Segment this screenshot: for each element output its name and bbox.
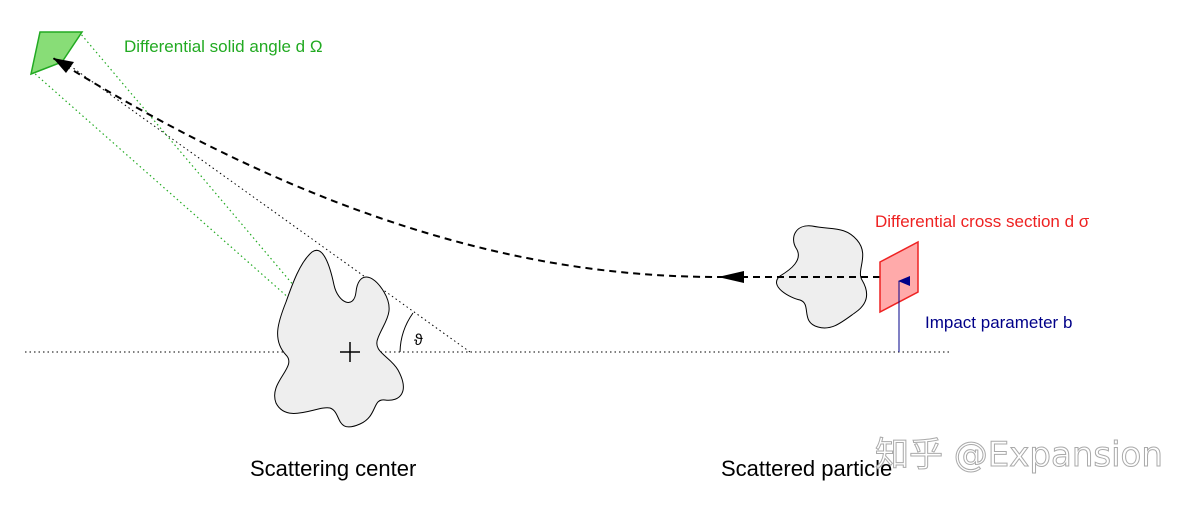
scattering-center-blob (274, 249, 404, 428)
impact-parameter-label: Impact parameter b (925, 313, 1072, 332)
solid-angle-patch (29, 31, 84, 76)
cross-section-label: Differential cross section d σ (875, 212, 1090, 231)
scattering-center-label: Scattering center (250, 456, 416, 481)
solid-angle-label: Differential solid angle d Ω (124, 37, 323, 56)
theta-label: ϑ (414, 332, 423, 349)
trajectory-arrow-mid (718, 271, 744, 283)
asymptote-line (54, 54, 471, 353)
scattered-particle-blob (776, 225, 867, 329)
scattered-particle-label: Scattered particle (721, 456, 892, 481)
angle-arc (399, 312, 414, 353)
watermark: 知乎 @Expansion (875, 435, 1163, 475)
particle-trajectory (52, 57, 880, 278)
trajectory-arrow-end (53, 58, 74, 73)
cone-line-lower (32, 71, 351, 353)
